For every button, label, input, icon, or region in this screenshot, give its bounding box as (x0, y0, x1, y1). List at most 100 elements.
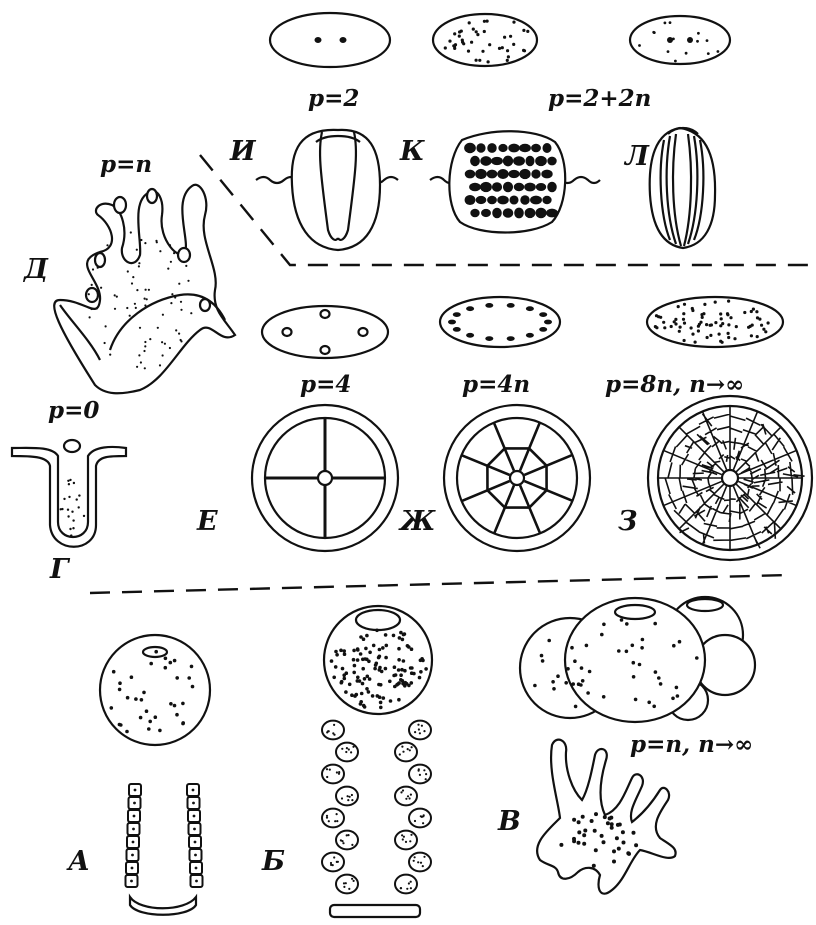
formula-D: p=n (100, 151, 152, 178)
plastid-blob (470, 156, 480, 166)
stipple-dot (706, 39, 709, 42)
stipple-dot (144, 304, 146, 306)
stipple-dot (564, 681, 568, 685)
stipple-dot (356, 647, 360, 651)
cell-stipple (342, 842, 344, 844)
figure-E-four-cells (252, 405, 398, 551)
stipple-dot (191, 685, 195, 689)
stipple-dot (126, 307, 128, 309)
stipple-dot (410, 681, 414, 685)
stipple-dot (140, 361, 142, 363)
stipple-dot (365, 634, 369, 638)
stipple-dot (590, 819, 594, 823)
stipple-dot (606, 821, 610, 825)
plastid-blob (503, 156, 513, 167)
cell-stipple (409, 797, 411, 799)
stipple-dot (109, 354, 111, 356)
cell-stipple (347, 834, 349, 836)
stipple-dot (119, 723, 123, 727)
stipple-dot (63, 498, 65, 500)
stipple-dot (140, 239, 142, 241)
stipple-dot (640, 646, 644, 650)
plastid-blob (541, 170, 552, 179)
stipple-dot (506, 49, 509, 52)
stipple-dot (641, 638, 645, 642)
stipple-dot (540, 654, 544, 658)
stipple-dot (100, 287, 102, 289)
wall-cell (322, 853, 344, 872)
stipple-dot (691, 333, 694, 336)
plastid-blob (525, 208, 536, 218)
cell-stipple (400, 791, 402, 793)
stipple-dot (367, 660, 371, 664)
stipple-dot (559, 843, 563, 847)
label-G: Г (49, 554, 71, 585)
stipple-dot (67, 509, 69, 511)
label-B: Б (261, 846, 285, 877)
stipple-dot (522, 29, 525, 32)
stipple-dot (181, 721, 185, 725)
stipple-dot (654, 670, 658, 674)
cell-stipple (422, 865, 424, 867)
figure-L-cell (650, 128, 715, 248)
cell-stipple (330, 862, 332, 864)
stipple-dot (352, 658, 356, 662)
stipple-dot (412, 672, 416, 676)
label-V: В (497, 806, 521, 837)
stipple-dot (726, 312, 729, 315)
wall-cell (409, 853, 431, 872)
stipple-dot (96, 307, 98, 309)
stipple-dot (714, 301, 717, 304)
flagellum-dot (485, 303, 493, 308)
stipple-dot (588, 670, 592, 674)
stipple-dot (136, 366, 138, 368)
plastid-blob (470, 209, 479, 218)
formula-E: p=4 (300, 371, 351, 398)
stipple-dot (424, 667, 428, 671)
stipple-dot (148, 289, 150, 291)
stipple-dot (762, 328, 765, 331)
stipple-dot (343, 652, 347, 656)
stipple-dot (384, 667, 388, 671)
stipple-dot (389, 699, 393, 703)
stipple-dot (76, 498, 78, 500)
stipple-dot (146, 298, 148, 300)
stipple-dot (506, 59, 509, 62)
wall-cell (336, 831, 358, 850)
stipple-dot (729, 316, 732, 319)
cell-stipple (418, 728, 420, 730)
stipple-dot (375, 629, 379, 633)
stipple-dot (418, 676, 422, 680)
stipple-dot (594, 812, 598, 816)
stipple-dot (674, 60, 677, 63)
cell-stipple (410, 887, 412, 889)
stipple-dot (384, 633, 388, 637)
stipple-dot (612, 860, 616, 864)
stipple-dot (180, 340, 182, 342)
stipple-dot (472, 28, 475, 31)
cell-stipple (351, 794, 353, 796)
plastid-blob (520, 195, 529, 205)
stipple-dot (602, 695, 606, 699)
stipple-dot (397, 658, 401, 662)
stipple-dot (398, 636, 402, 640)
stipple-dot (507, 55, 510, 58)
stipple-dot (169, 702, 173, 706)
stipple-dot (696, 40, 699, 43)
flagellum-dot (544, 320, 552, 325)
stipple-dot (187, 676, 191, 680)
stipple-dot (488, 43, 491, 46)
stipple-dot (180, 301, 182, 303)
stipple-dot (180, 309, 182, 311)
stipple-dot (593, 829, 597, 833)
stipple-dot (685, 52, 688, 55)
stipple-dot (475, 59, 478, 62)
plastid-blob (547, 182, 557, 192)
stipple-dot (662, 321, 665, 324)
stipple-dot (169, 661, 173, 665)
cell-stipple (351, 878, 353, 880)
stipple-dot (178, 283, 180, 285)
stipple-dot (72, 519, 74, 521)
stipple-dot (136, 289, 138, 291)
cell-stipple (414, 856, 416, 858)
